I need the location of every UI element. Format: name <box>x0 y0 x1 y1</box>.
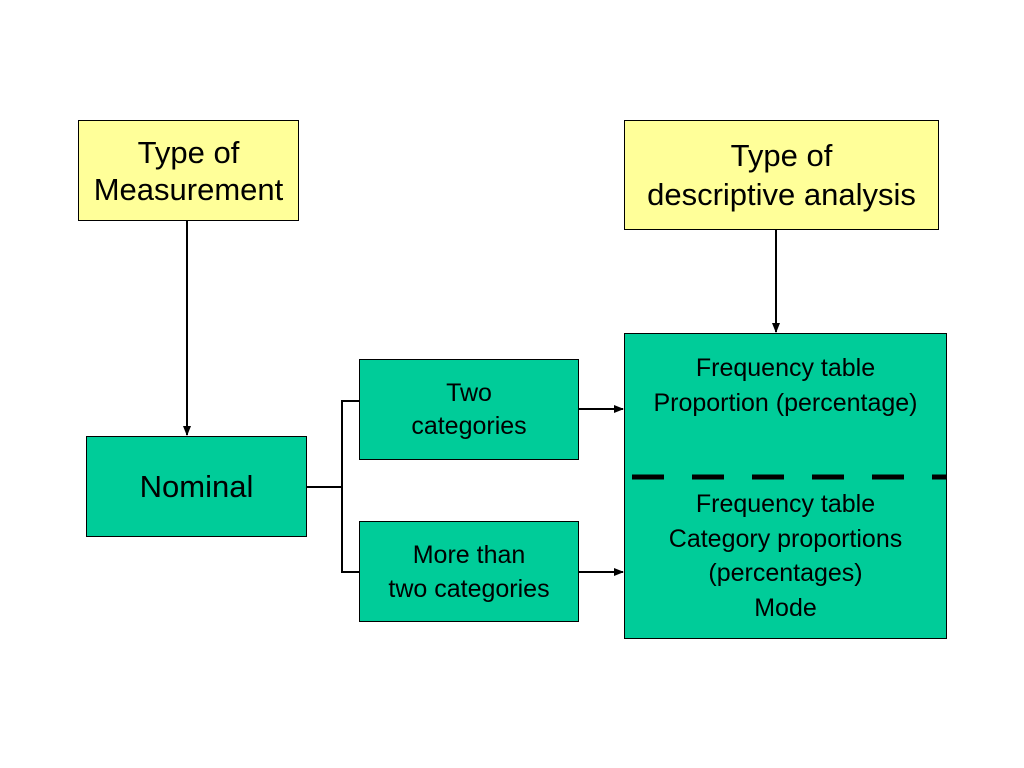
analysis-more-line-2: Category proportions <box>668 524 903 553</box>
analysis-type-line-2: descriptive analysis <box>647 177 916 212</box>
analysis-results-node: Frequency table Proportion (percentage) … <box>624 333 947 639</box>
analysis-type-line-1: Type of <box>730 138 833 173</box>
more-than-two-categories-node: More than two categories <box>359 521 579 622</box>
two-categories-line-1: Two <box>446 378 492 407</box>
analysis-two-line-1: Frequency table <box>695 354 876 382</box>
more-than-two-line-1: More than <box>412 540 526 569</box>
measurement-type-line-2: Measurement <box>93 171 284 207</box>
measurement-type-header: Type of Measurement <box>78 120 299 221</box>
nominal-label: Nominal <box>139 468 254 504</box>
analysis-more-line-3: (percentages) <box>708 559 863 587</box>
more-than-two-line-2: two categories <box>388 574 550 603</box>
analysis-type-header: Type of descriptive analysis <box>624 120 939 230</box>
two-categories-line-2: categories <box>411 411 527 440</box>
measurement-type-line-1: Type of <box>137 134 240 170</box>
analysis-more-line-4: Mode <box>754 593 817 622</box>
two-categories-node: Two categories <box>359 359 579 460</box>
analysis-two-line-2: Proportion (percentage) <box>653 389 918 417</box>
analysis-two-categories-section: Frequency table Proportion (percentage) <box>625 351 946 421</box>
analysis-more-categories-section: Frequency table Category proportions (pe… <box>625 487 946 625</box>
nominal-node: Nominal <box>86 436 307 537</box>
analysis-more-line-1: Frequency table <box>695 490 876 518</box>
